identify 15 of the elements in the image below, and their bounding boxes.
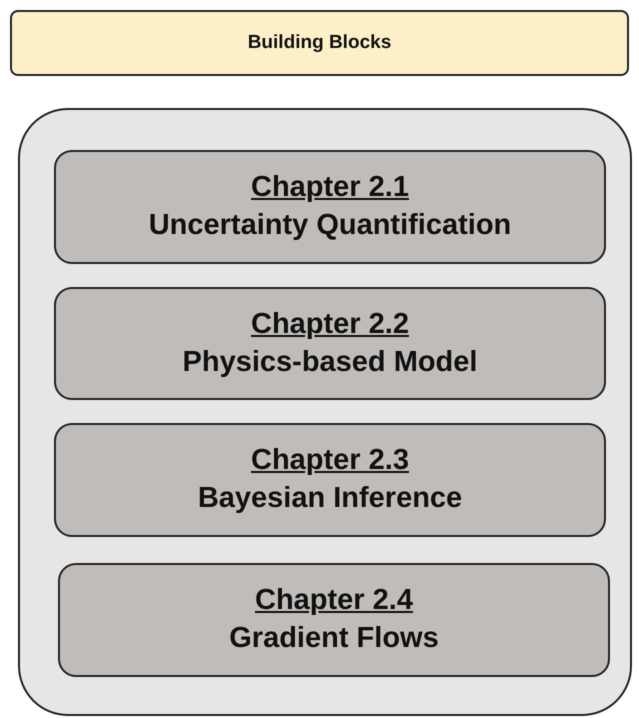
chapter-title: Physics-based Model — [182, 344, 478, 380]
chapter-box — [54, 150, 606, 264]
chapter-number: Chapter 2.1 — [251, 170, 409, 206]
chapter-title: Building Blocks — [248, 30, 392, 55]
chapter-number: Chapter 2.2 — [251, 306, 409, 342]
chapter-number: Chapter 2.3 — [251, 443, 409, 478]
chapter-title: Bayesian Inference — [198, 481, 462, 516]
header-box — [10, 10, 629, 76]
chapter-box — [54, 423, 606, 537]
chapter-number: Chapter 2.4 — [255, 583, 413, 618]
group-panel — [18, 108, 632, 716]
chapter-title: Gradient Flows — [229, 621, 439, 656]
chapter-box — [58, 563, 610, 677]
chapter-box — [54, 287, 606, 400]
chapter-title: Uncertainty Quantification — [148, 208, 512, 243]
